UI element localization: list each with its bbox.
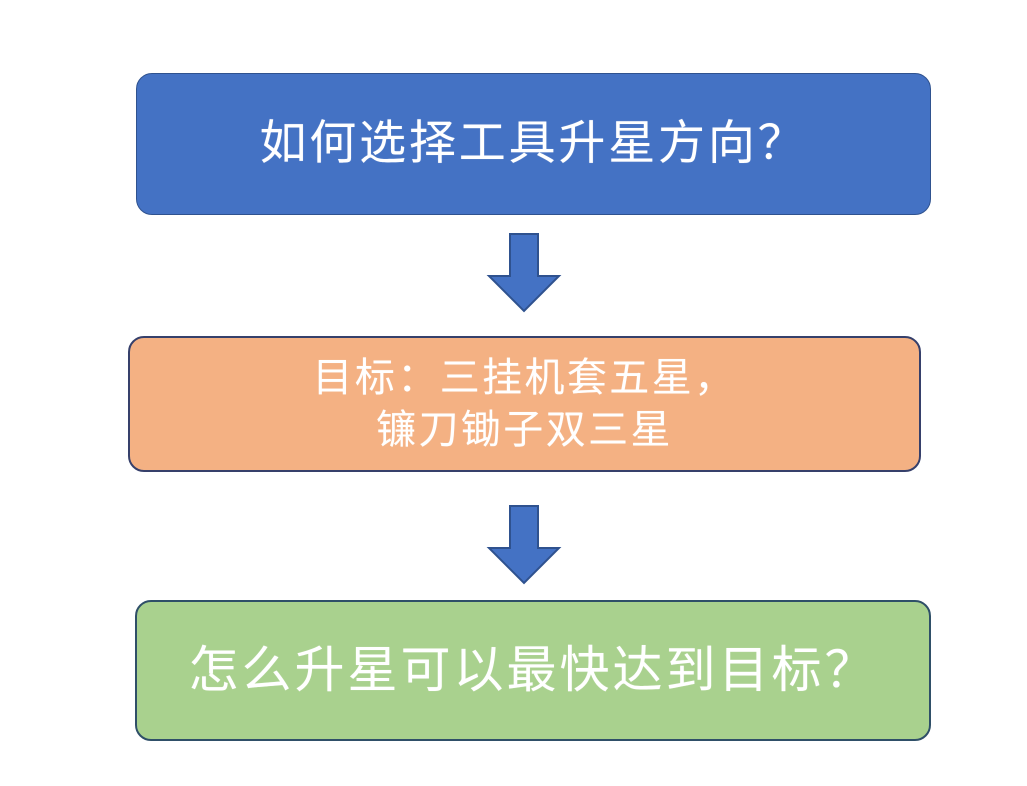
flow-node-label: 目标：三挂机套五星， 镰刀锄子双三星 [312,355,737,453]
arrow-down-icon [481,505,567,585]
arrow-down-icon [481,233,567,313]
arrow-down-polygon [486,505,562,585]
flow-node-label: 怎么升星可以最快达到目标？ [188,641,878,699]
arrow-down-shape [486,505,562,585]
flow-node-question-fastest[interactable]: 怎么升星可以最快达到目标？ [135,600,931,741]
flow-node-label: 如何选择工具升星方向？ [259,116,808,172]
flow-node-question-direction[interactable]: 如何选择工具升星方向？ [136,73,931,215]
arrow-down-polygon [486,233,562,313]
arrow-down-shape [486,233,562,313]
flow-node-goal[interactable]: 目标：三挂机套五星， 镰刀锄子双三星 [128,336,921,472]
